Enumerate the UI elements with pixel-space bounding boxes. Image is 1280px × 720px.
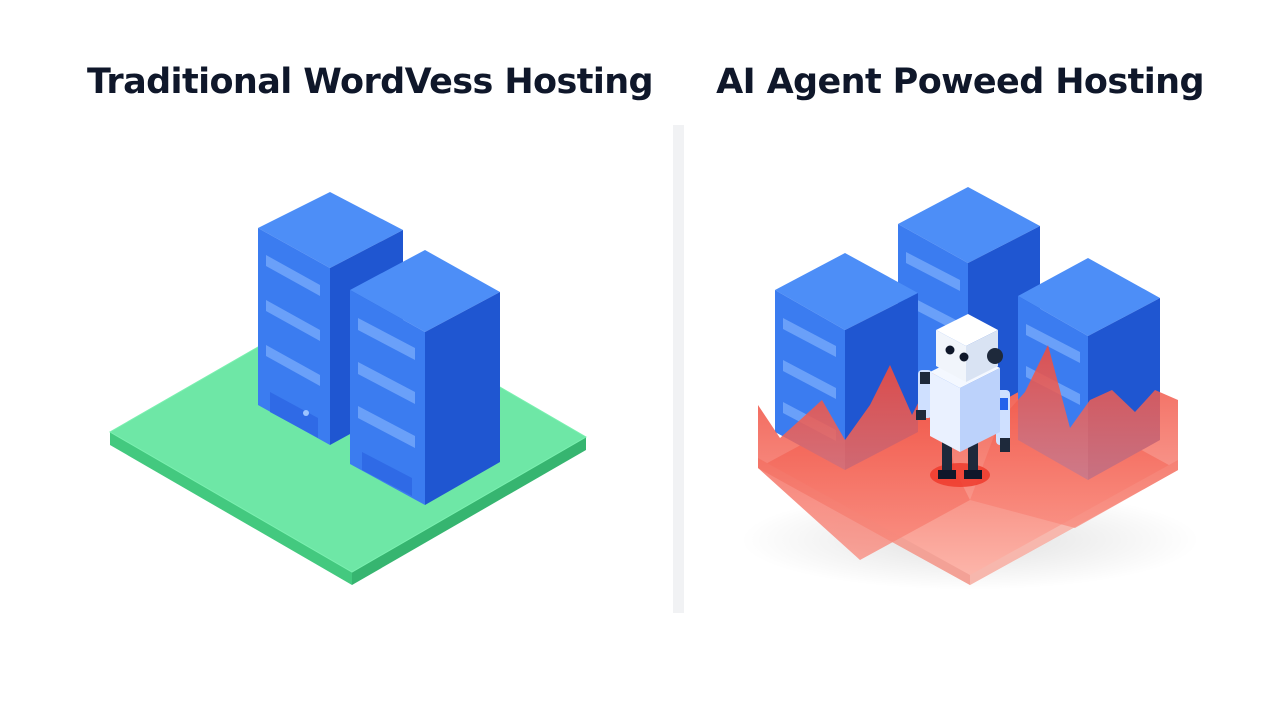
ai-agent-hosting-scene — [740, 187, 1200, 590]
robot-icon — [916, 314, 1010, 487]
panel-divider — [673, 125, 684, 613]
title-traditional-hosting: Traditional WordVess Hosting — [87, 62, 654, 102]
title-ai-agent-hosting: AI Agent Poweed Hosting — [716, 62, 1204, 102]
red-spike-wall-right — [970, 345, 1178, 528]
traditional-hosting-scene — [108, 192, 587, 585]
server-rack-icon — [350, 250, 500, 505]
